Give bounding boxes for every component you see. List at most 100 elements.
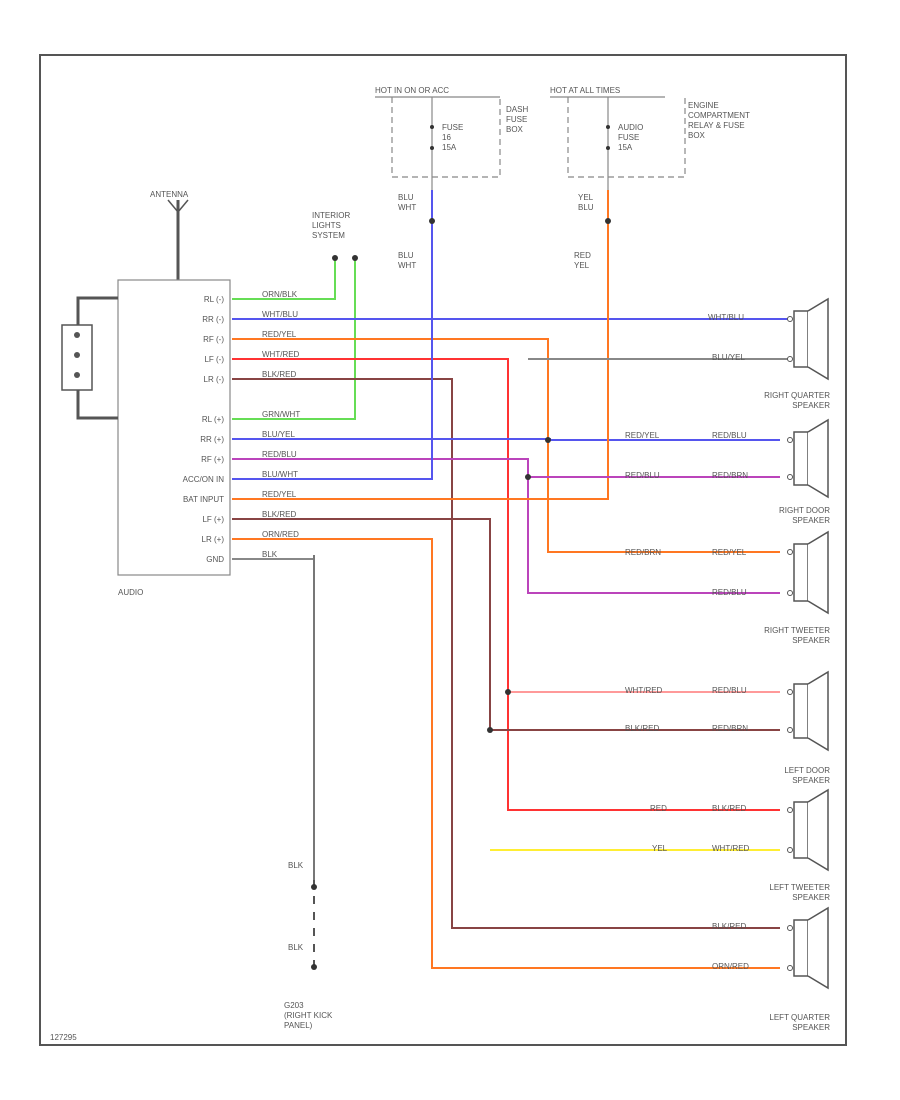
wire-label: RED/YEL xyxy=(262,490,297,499)
antenna-label: ANTENNA xyxy=(150,190,189,199)
wire-blu-wht xyxy=(232,190,433,480)
wire-red-yel-bat xyxy=(232,190,609,500)
speaker-icon xyxy=(787,297,829,381)
wire-blk-red xyxy=(232,378,780,929)
wire-orn-blk xyxy=(232,258,336,300)
radio-pin: LR (-) xyxy=(204,375,225,384)
vlabel-blk-2: BLK xyxy=(288,943,304,952)
speaker-wire-label: RED/BRN xyxy=(712,724,748,733)
splice-dot xyxy=(505,689,511,695)
wire-orn-red xyxy=(232,538,780,969)
speaker-wire-label: RED/BRN xyxy=(625,548,661,557)
wire-label: RED/YEL xyxy=(262,330,297,339)
radio-pin: RR (+) xyxy=(200,435,224,444)
speaker-wire-label: RED/BLU xyxy=(712,686,747,695)
radio-pin: RL (-) xyxy=(204,295,224,304)
wire-label: WHT/RED xyxy=(262,350,300,359)
speaker-wire-label: RED/YEL xyxy=(712,548,747,557)
wire-label: RED/BLU xyxy=(262,450,297,459)
wire-red-yel xyxy=(232,338,780,553)
speaker-icon xyxy=(787,530,829,615)
speaker-wire-label: RED/YEL xyxy=(625,431,660,440)
radio-pin: BAT INPUT xyxy=(183,495,224,504)
speaker-wire-label: BLK/RED xyxy=(712,922,746,931)
radio-pin: RF (+) xyxy=(201,455,224,464)
radio-pin: RR (-) xyxy=(202,315,224,324)
splice-dot xyxy=(545,437,551,443)
audio-label: AUDIO xyxy=(118,588,143,597)
hot-label-2: HOT AT ALL TIMES xyxy=(550,86,620,95)
wire-label: BLK/RED xyxy=(262,370,296,379)
radio-pin: GND xyxy=(206,555,224,564)
wire-grn-wht xyxy=(232,258,356,420)
speaker-icon xyxy=(787,670,829,752)
wire-label: BLU/YEL xyxy=(262,430,295,439)
wire-label: BLK xyxy=(262,550,278,559)
speaker-wire-label: WHT/RED xyxy=(625,686,663,695)
splice-dot xyxy=(487,727,493,733)
radio-pin: LF (+) xyxy=(202,515,224,524)
speaker-wire-label: RED/BLU xyxy=(625,471,660,480)
wire-label: ORN/RED xyxy=(262,530,299,539)
radio-pin: LR (+) xyxy=(202,535,225,544)
wire-blk-red-lf xyxy=(232,518,780,731)
audio-unit xyxy=(117,279,231,576)
splice-dot xyxy=(525,474,531,480)
speaker-wire-label: RED/BRN xyxy=(712,471,748,480)
speaker-icon xyxy=(787,418,829,499)
speaker-icon xyxy=(787,906,829,990)
speaker-wire-label: WHT/RED xyxy=(712,844,750,853)
wire-red-blu xyxy=(232,458,780,594)
speaker-wire-label: YEL xyxy=(652,844,668,853)
speaker-wire-label: ORN/RED xyxy=(712,962,749,971)
wires xyxy=(232,190,790,969)
radio-pin: ACC/ON IN xyxy=(183,475,225,484)
wire-label: BLU/WHT xyxy=(262,470,298,479)
diagram-frame xyxy=(39,54,847,1046)
radio-pins: RL (-)RR (-)RF (-)LF (-)LR (-)RL (+)RR (… xyxy=(183,295,225,564)
speaker-wire-label: WHT/BLU xyxy=(708,313,744,322)
hot-label-1: HOT IN ON OR ACC xyxy=(375,86,449,95)
wire-wht-red xyxy=(232,358,780,811)
speaker-icon xyxy=(787,788,829,872)
speaker-wire-label: RED xyxy=(650,804,667,813)
wire-label: GRN/WHT xyxy=(262,410,300,419)
radio-pin: LF (-) xyxy=(204,355,224,364)
figure-id: 127295 xyxy=(50,1033,77,1042)
splice-dot xyxy=(605,218,611,224)
wire-label: ORN/BLK xyxy=(262,290,298,299)
splice-dot xyxy=(429,218,435,224)
vlabel-blk-1: BLK xyxy=(288,861,304,870)
wire-blu-yel xyxy=(232,438,780,441)
speaker-wire-label: RED/BLU xyxy=(712,431,747,440)
wire-labels: ORN/BLK WHT/BLU RED/YEL WHT/RED BLK/RED GRN/W… xyxy=(262,290,750,971)
radio-connector xyxy=(61,296,118,420)
speaker-wire-label: BLK/RED xyxy=(625,724,659,733)
wire-label: BLK/RED xyxy=(262,510,296,519)
speaker-wire-label: BLK/RED xyxy=(712,804,746,813)
wire-label: WHT/BLU xyxy=(262,310,298,319)
speaker-wire-label: BLU/YEL xyxy=(712,353,745,362)
radio-pin: RL (+) xyxy=(202,415,224,424)
